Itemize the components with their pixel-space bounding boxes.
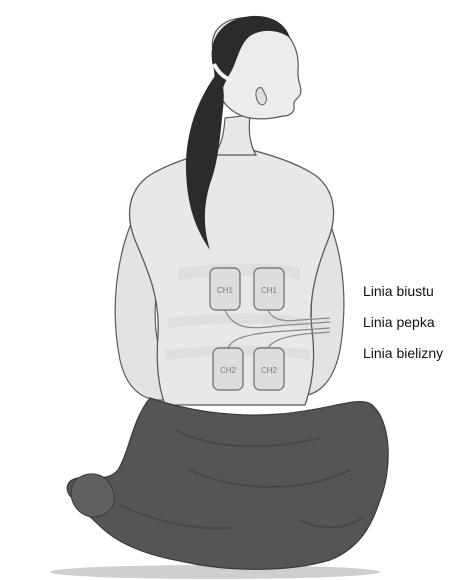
underwear-line-label: Linia bielizny [363, 345, 443, 361]
pad-lower-left: CH2 [213, 348, 243, 390]
pad-upper-right: CH1 [254, 268, 284, 310]
navel-line-label: Linia pepka [363, 314, 435, 330]
pad-lower-right-label: CH2 [261, 366, 278, 375]
pad-upper-left: CH1 [210, 268, 240, 310]
pad-lower-left-label: CH2 [220, 366, 237, 375]
bust-line-label: Linia biustu [363, 283, 434, 299]
pad-lower-right: CH2 [254, 348, 284, 390]
pad-upper-left-label: CH1 [217, 286, 234, 295]
pad-upper-right-label: CH1 [261, 286, 278, 295]
